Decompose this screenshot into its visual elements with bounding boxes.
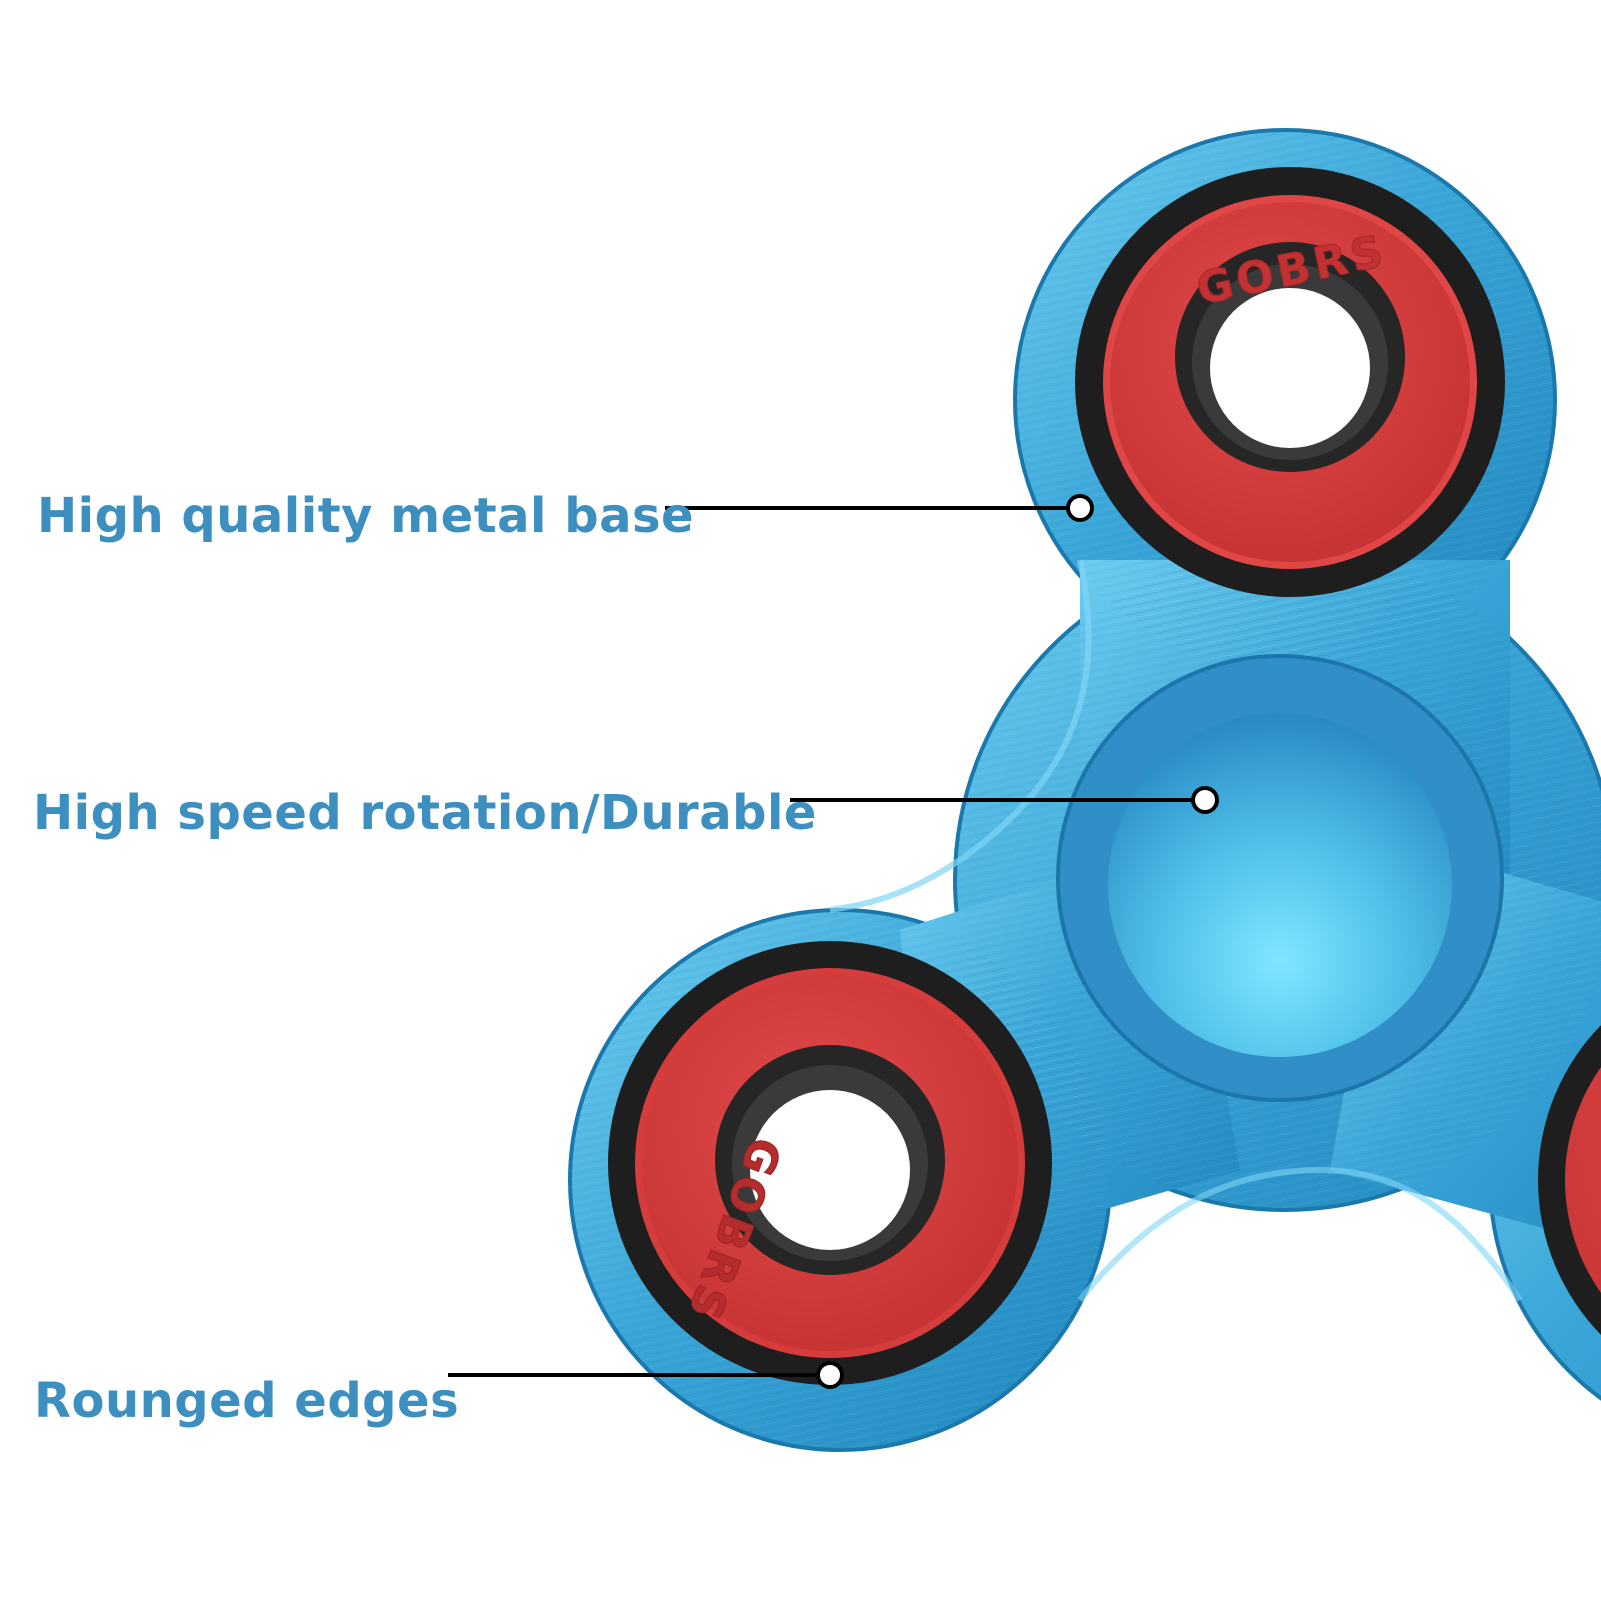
right-bearing xyxy=(1538,1025,1601,1335)
leader-dot-1 xyxy=(1066,494,1094,522)
top-bearing: GOBRS xyxy=(1075,167,1505,597)
leader-lines xyxy=(448,506,1193,1377)
center-cap xyxy=(1056,654,1504,1102)
callout-label-rotation: High speed rotation/Durable xyxy=(33,785,817,841)
callout-label-metal-base: High quality metal base xyxy=(37,488,695,544)
leader-dots xyxy=(816,494,1219,1389)
callout-label-edges: Rounged edges xyxy=(34,1373,460,1429)
bottom-left-bearing: GOBRS xyxy=(608,941,1052,1385)
leader-dot-3 xyxy=(816,1361,844,1389)
leader-dot-2 xyxy=(1191,786,1219,814)
